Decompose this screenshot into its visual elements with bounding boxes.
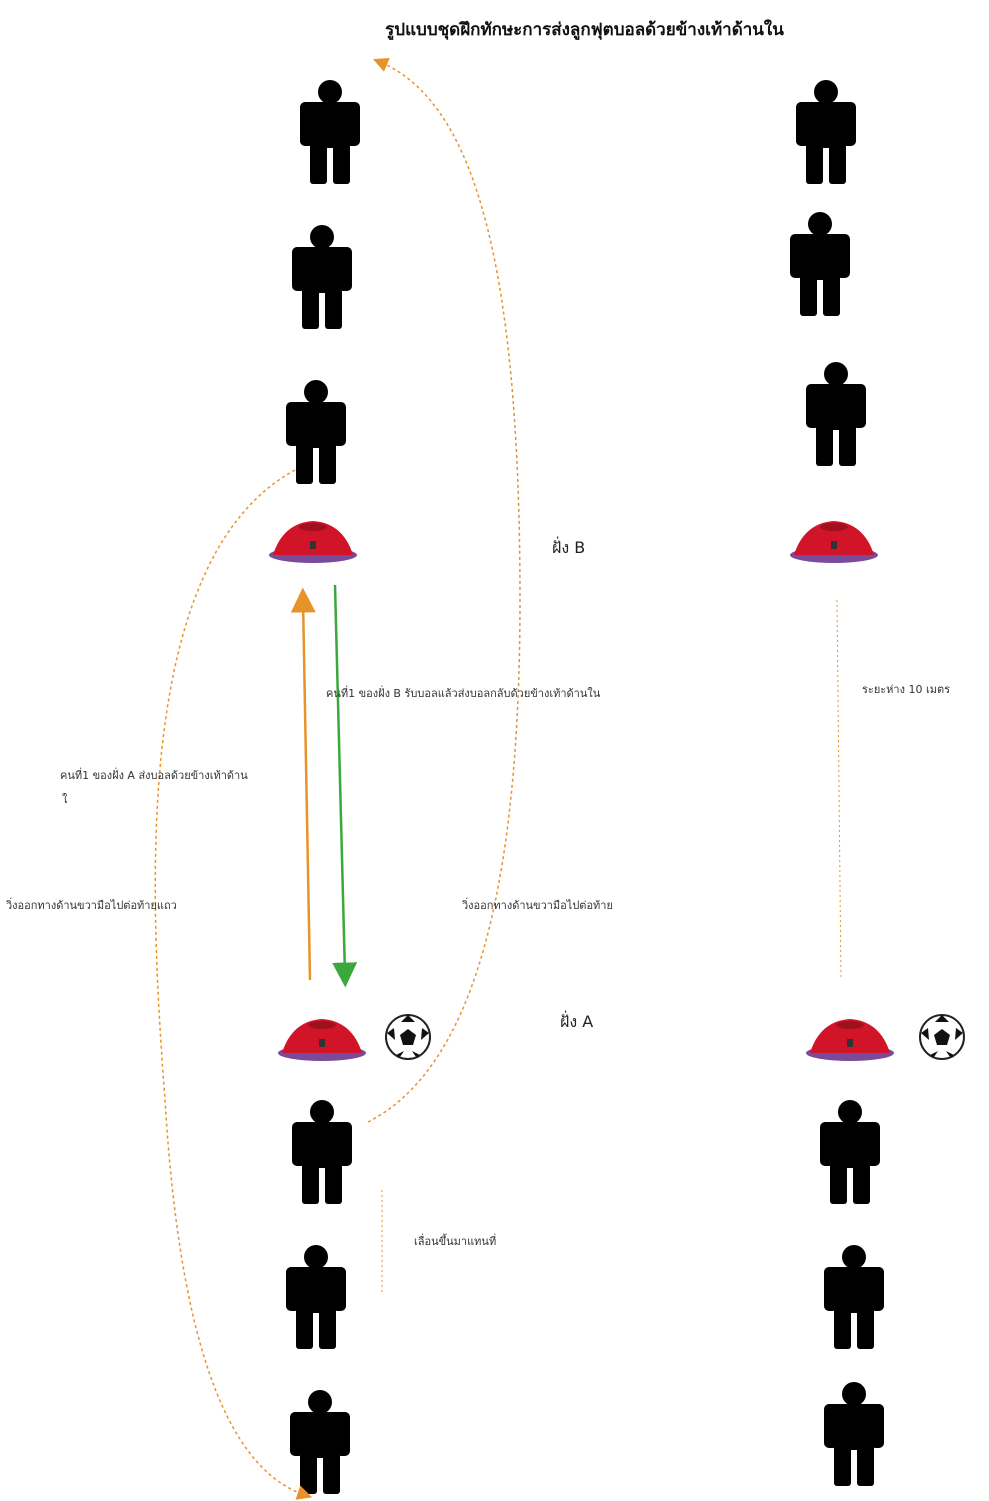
person-icon	[796, 80, 856, 184]
b-pass-label: คนที่1 ของฝั่ง B รับบอลแล้วส่งบอลกลับด้ว…	[326, 687, 601, 700]
side-b-label: ฝั่ง B	[552, 538, 586, 557]
cone-icon	[269, 521, 357, 563]
side-a-label: ฝั่ง A	[560, 1012, 594, 1031]
person-icon	[290, 1390, 350, 1494]
run-path-a-to-b	[367, 58, 521, 1123]
cone-icon	[806, 1019, 894, 1061]
person-icon	[292, 225, 352, 329]
person-icon	[790, 212, 850, 316]
distance-label: ระยะห่าง 10 เมตร	[862, 683, 951, 696]
person-icon	[292, 1100, 352, 1204]
pass-arrow-b-to-a	[332, 584, 358, 988]
person-icon	[820, 1100, 880, 1204]
cone-icon	[790, 521, 878, 563]
move-up-label: เลื่อนขึ้นมาแทนที่	[414, 1235, 497, 1248]
person-icon	[806, 362, 866, 466]
person-icon	[286, 1245, 346, 1349]
distance-line	[836, 599, 842, 981]
a-pass-label: คนที่1 ของฝั่ง A ส่งบอลด้วยข้างเท้าด้าน	[60, 769, 248, 782]
run-right-label: วิ่งออกทางด้านขวามือไปต่อท้าย	[462, 899, 613, 912]
person-icon	[300, 80, 360, 184]
soccer-ball-icon	[385, 1014, 431, 1060]
soccer-ball-icon	[919, 1014, 965, 1060]
run-path-b-to-a	[154, 469, 313, 1500]
pass-arrow-a-to-b	[290, 587, 316, 981]
person-icon	[824, 1382, 884, 1486]
diagram-title: รูปแบบชุดฝึกทักษะการส่งลูกฟุตบอลด้วยข้าง…	[385, 20, 784, 40]
person-icon	[286, 380, 346, 484]
person-icon	[824, 1245, 884, 1349]
run-right-line-label: วิ่งออกทางด้านขวามือไปต่อท้ายแถว	[6, 899, 177, 912]
a-pass-label-cont: ใ	[62, 793, 68, 806]
cone-icon	[278, 1019, 366, 1061]
